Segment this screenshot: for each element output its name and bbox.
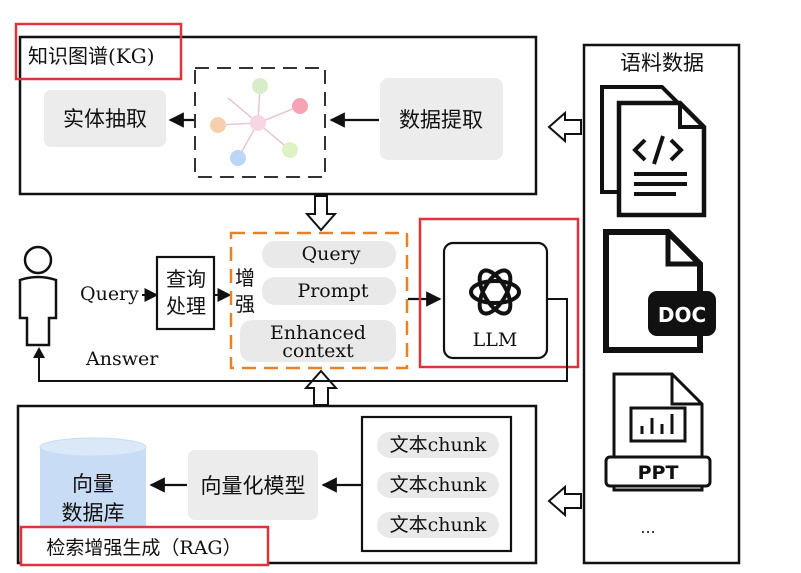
hollow-arrow-corpus-to-rag: [547, 484, 582, 518]
aug-context-pill: [240, 320, 396, 362]
aug-query-pill: [262, 241, 396, 268]
chunk-label: 文本chunk: [390, 434, 487, 456]
doc-file-icon: DOC: [603, 229, 716, 353]
query-process-line2: 处理: [166, 294, 206, 318]
kg-title: 知识图谱(KG): [28, 44, 155, 68]
rag-title: 检索增强生成（RAG）: [46, 537, 241, 559]
entity-extract-box: [44, 90, 166, 147]
chunk-label: 文本chunk: [390, 514, 487, 536]
vector-model-box: [188, 450, 318, 520]
ppt-label: PPT: [638, 462, 679, 484]
aug-context-line1: Enhanced: [270, 322, 366, 344]
answer-arrowhead: [33, 347, 45, 358]
llm-highlight: [418, 217, 580, 369]
llm-label: LLM: [473, 329, 518, 351]
knowledge-graph-icon: [210, 78, 308, 166]
chunk-pill: [377, 432, 499, 458]
answer-label: Answer: [85, 348, 159, 370]
kg-graph-frame: [194, 67, 326, 178]
vector-db-icon: [39, 437, 147, 528]
hollow-arrow-kg-to-augment: [304, 195, 338, 232]
vector-db-line1: 向量: [72, 472, 114, 496]
kg-title-highlight: [14, 22, 183, 81]
llm-logo-icon: [469, 268, 521, 316]
query-label: Query: [80, 283, 139, 305]
augment-frame: [229, 231, 409, 370]
hollow-arrow-corpus-to-kg: [547, 110, 582, 144]
aug-prompt-pill: [262, 277, 396, 305]
corpus-title: 语料数据: [620, 51, 704, 75]
augment-char-1: 增: [235, 266, 255, 290]
data-extract-box: [380, 78, 503, 160]
chunk-pill: [377, 472, 499, 498]
llm-box: [442, 241, 549, 360]
rag-title-highlight: [19, 525, 270, 567]
data-extract-label: 数据提取: [399, 108, 483, 132]
query-process-line1: 查询: [166, 267, 206, 291]
aug-prompt-label: Prompt: [297, 280, 368, 302]
aug-query-label: Query: [302, 243, 361, 265]
hollow-arrow-rag-to-augment: [303, 369, 339, 406]
aug-context-line2: context: [282, 340, 354, 362]
chunk-label: 文本chunk: [390, 474, 487, 496]
user-icon: [18, 245, 58, 347]
query-process-box: [155, 255, 216, 331]
vector-db-line2: 数据库: [62, 501, 125, 525]
chunk-pill: [377, 512, 499, 538]
corpus-more: ...: [640, 518, 655, 537]
code-file-icon: [600, 85, 707, 218]
doc-label: DOC: [658, 303, 706, 327]
augment-char-2: 强: [235, 292, 255, 316]
answer-return-line: [38, 298, 568, 382]
corpus-panel: [582, 43, 741, 565]
ppt-file-icon: PPT: [604, 372, 712, 492]
vector-model-label: 向量化模型: [201, 474, 306, 498]
rag-panel: [16, 404, 538, 565]
entity-extract-label: 实体抽取: [63, 107, 147, 131]
kg-panel: [18, 35, 538, 196]
